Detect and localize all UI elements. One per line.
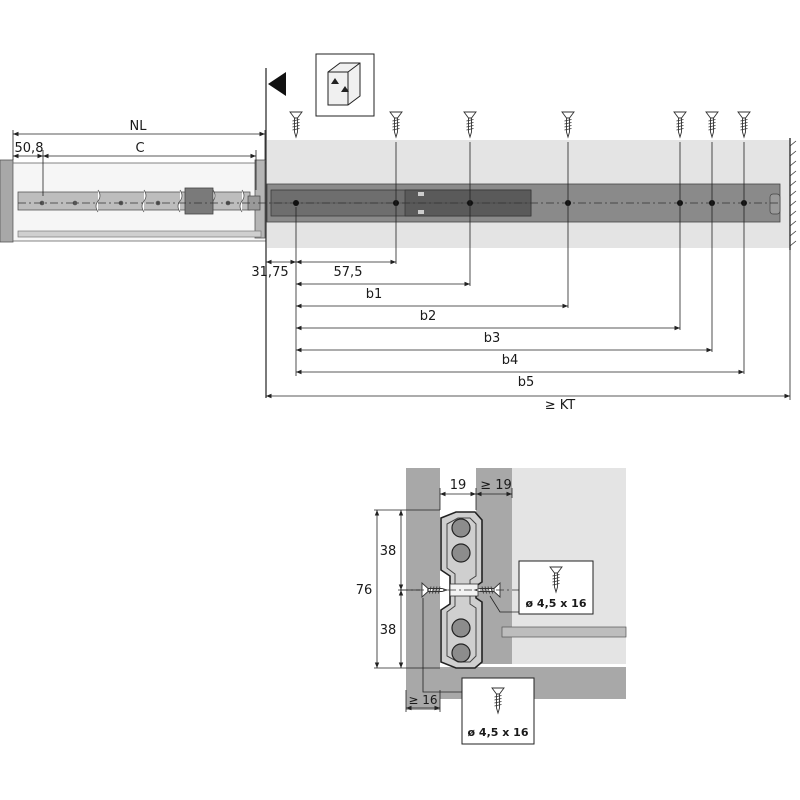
- callout-drawer-screw: ø 4,5 x 16: [518, 560, 594, 615]
- dim-min-19: ≥ 19: [480, 478, 512, 493]
- cross-section-view: 19 ≥ 19 76 38 38 ≥ 16 ø 4,5 x 16 ø 4,5 x…: [356, 468, 627, 745]
- inner-slide-member: [17, 187, 261, 215]
- dim-b2: b2: [420, 309, 437, 324]
- dim-38-bottom: 38: [380, 623, 397, 638]
- dim-19: 19: [450, 478, 467, 493]
- rear-wall: [789, 138, 797, 250]
- callout-cabinet-screw: ø 4,5 x 16: [461, 677, 535, 745]
- dim-b1: b1: [366, 287, 383, 302]
- dim-38-top: 38: [380, 544, 397, 559]
- leader-drawer-screw: [489, 595, 522, 613]
- drawer-front: [0, 159, 14, 243]
- ball-cage: [184, 187, 214, 215]
- dim-b5: b5: [518, 375, 535, 390]
- dim-c: C: [135, 141, 144, 156]
- dim-76: 76: [356, 583, 373, 598]
- screw-spec-drawer: ø 4,5 x 16: [526, 597, 587, 610]
- side-view: NL 50,8 C 31,75 57,5 b1 b2 b3 b4 b5 ≥ KT: [0, 53, 797, 413]
- dimension-lines: [13, 131, 790, 399]
- dimension-extension-lines: [12, 130, 791, 400]
- dim-50-8: 50,8: [15, 141, 44, 156]
- dim-31-75: 31,75: [251, 265, 288, 280]
- drawer-bottom-panel: [501, 626, 627, 638]
- dim-b3: b3: [484, 331, 501, 346]
- screw-spec-cabinet: ø 4,5 x 16: [468, 726, 529, 739]
- slide-profile-section: [440, 511, 483, 669]
- dim-b4: b4: [502, 353, 519, 368]
- drawer-bottom: [17, 230, 262, 238]
- front-arrow-icon: [268, 72, 286, 96]
- dim-57-5: 57,5: [334, 265, 363, 280]
- dim-kt: ≥ KT: [545, 398, 576, 413]
- section-dimension-lines: [374, 491, 512, 711]
- dim-nl: NL: [130, 119, 148, 134]
- cabinet-icon: [315, 53, 375, 117]
- dim-min-16: ≥ 16: [408, 693, 437, 707]
